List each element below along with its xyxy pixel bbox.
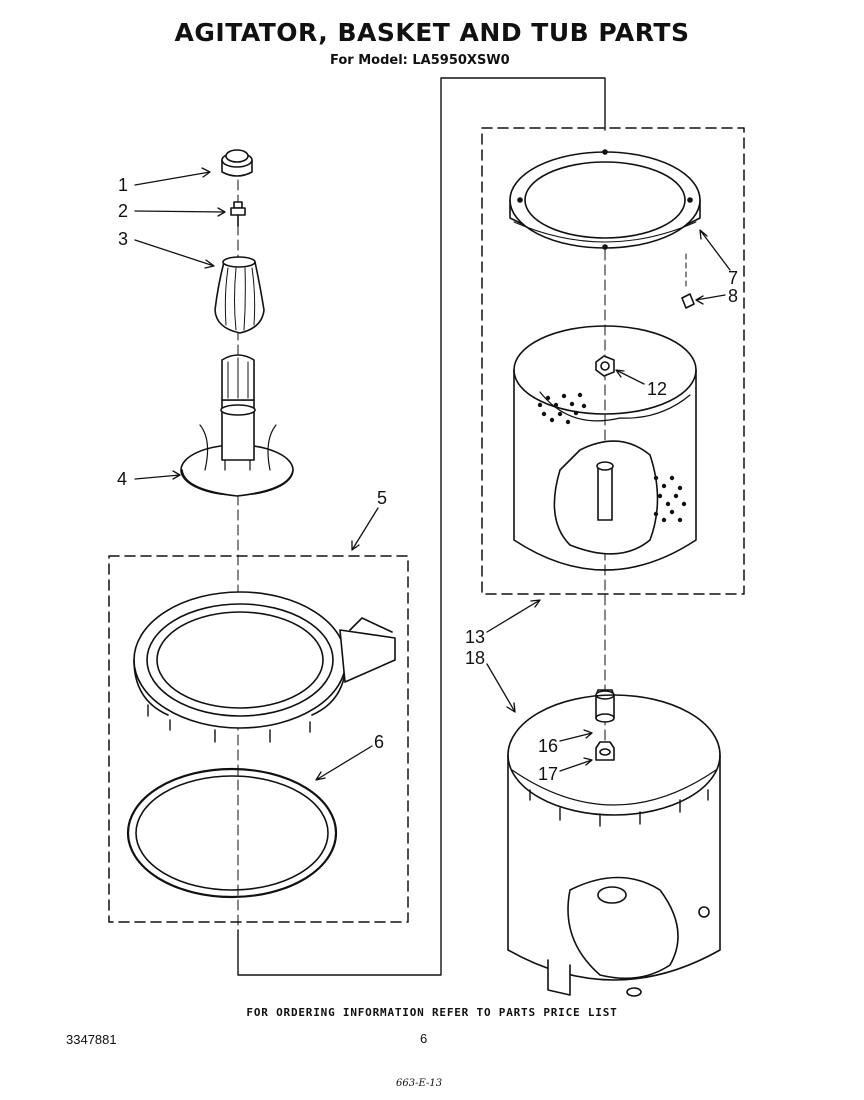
leader-1 xyxy=(134,167,211,186)
leader-4 xyxy=(134,470,181,480)
page-number: 6 xyxy=(420,1031,428,1046)
part-outer-tub xyxy=(507,694,721,997)
handwritten-code: 663-E-13 xyxy=(396,1078,443,1089)
callout-18: 18 xyxy=(465,648,485,668)
part-drive-nut xyxy=(595,355,615,377)
part-bolt xyxy=(230,201,246,227)
assembly-connector-line xyxy=(237,77,606,976)
leader-2 xyxy=(134,207,226,217)
document-number: 3347881 xyxy=(66,1032,117,1047)
part-balance-ring xyxy=(509,149,701,250)
callout-5: 5 xyxy=(377,488,387,508)
callout-2: 2 xyxy=(118,201,128,221)
callout-8: 8 xyxy=(728,286,738,306)
part-clip xyxy=(681,253,695,309)
part-agitator-barrel xyxy=(214,256,265,334)
leader-16 xyxy=(559,729,593,742)
callout-3: 3 xyxy=(118,229,128,249)
part-tub-nut xyxy=(595,741,615,761)
part-group-box-right xyxy=(481,127,745,595)
leader-8 xyxy=(695,294,726,305)
model-subtitle: For Model: LA5950XSW0 xyxy=(330,53,510,68)
part-agitator-base xyxy=(180,354,294,497)
leader-17 xyxy=(559,757,593,772)
part-agitator-cap xyxy=(221,149,253,177)
leader-12 xyxy=(615,369,645,385)
callout-13: 13 xyxy=(465,627,485,647)
leader-7 xyxy=(699,229,731,271)
page-title: AGITATOR, BASKET AND TUB PARTS xyxy=(174,18,690,47)
callout-17: 17 xyxy=(538,764,558,784)
ordering-note: FOR ORDERING INFORMATION REFER TO PARTS … xyxy=(246,1006,618,1019)
callout-4: 4 xyxy=(117,469,127,489)
callout-16: 16 xyxy=(538,736,558,756)
leader-18 xyxy=(486,663,516,713)
part-wash-basket xyxy=(513,325,697,571)
callout-6: 6 xyxy=(374,732,384,752)
leader-3 xyxy=(134,239,215,269)
part-tub-ring xyxy=(133,591,396,743)
part-group-box-left xyxy=(108,555,409,923)
leader-6 xyxy=(315,745,373,781)
callout-12: 12 xyxy=(647,379,667,399)
leader-5 xyxy=(351,507,379,551)
basket-perforations xyxy=(537,392,687,523)
part-tub-seal xyxy=(126,767,338,899)
callout-7: 7 xyxy=(728,268,738,288)
leader-13 xyxy=(486,599,541,633)
callout-1: 1 xyxy=(118,175,128,195)
